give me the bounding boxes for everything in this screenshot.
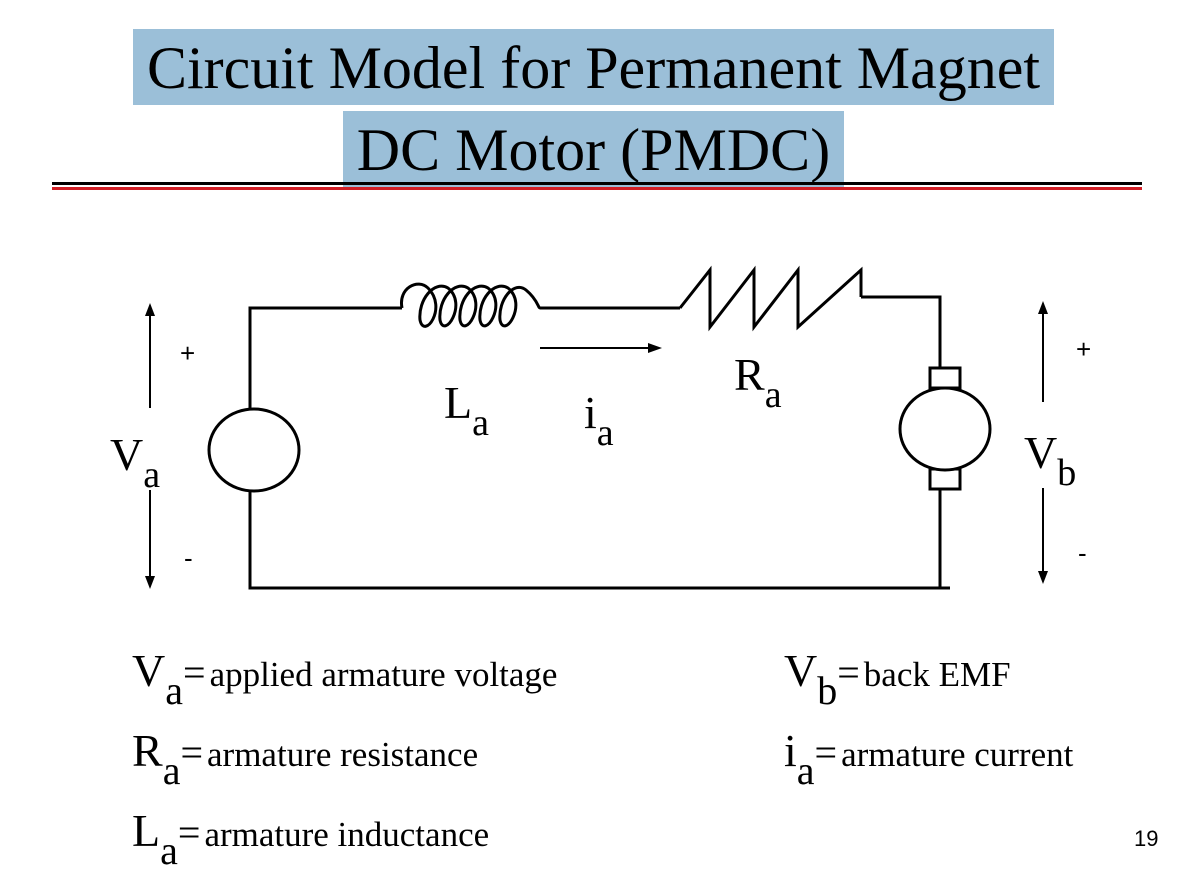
slide-title-line-1: Circuit Model for Permanent Magnet — [0, 29, 1187, 105]
inductor-coil-symbol — [400, 282, 541, 328]
source-plus-sign: + — [180, 338, 196, 368]
title-text-1: Circuit Model for Permanent Magnet — [132, 29, 1055, 105]
source-voltage-label: Va — [110, 429, 161, 497]
va-arrowhead-down — [145, 576, 155, 589]
legend-item-la: La= armature inductance — [132, 805, 490, 873]
vb-arrowhead-up — [1038, 301, 1048, 314]
slide-title-line-2: DC Motor (PMDC) — [0, 111, 1187, 187]
page-number: 19 — [1134, 826, 1159, 851]
motor-top-brush — [928, 366, 962, 390]
motor-minus-sign: - — [1078, 538, 1087, 568]
source-minus-sign: - — [184, 543, 193, 573]
motor-armature-symbol — [898, 386, 992, 472]
resistor-zigzag-symbol — [678, 265, 863, 332]
legend-item-vb: Vb= back EMF — [784, 645, 1011, 713]
title-rule-red — [52, 187, 1142, 190]
wire-bottom — [248, 491, 950, 590]
legend-item-va: Va= applied armature voltage — [132, 645, 558, 713]
resistor-label: Ra — [734, 349, 782, 417]
current-label: ia — [584, 387, 614, 455]
back-emf-label: Vb — [1024, 427, 1077, 495]
title-rule-dark — [52, 182, 1142, 185]
wire-left-top — [248, 306, 402, 409]
voltage-source-symbol — [207, 407, 301, 493]
va-arrowhead-up — [145, 303, 155, 316]
inductor-label: La — [444, 377, 489, 445]
legend-item-ia: ia= armature current — [784, 725, 1074, 793]
title-text-2: DC Motor (PMDC) — [342, 111, 845, 187]
current-arrowhead — [648, 343, 662, 353]
motor-bottom-brush — [928, 467, 962, 491]
legend-item-ra: Ra= armature resistance — [132, 725, 479, 793]
wire-resistor-motor — [861, 295, 942, 368]
vb-arrowhead-down — [1038, 571, 1048, 584]
motor-plus-sign: + — [1076, 334, 1092, 364]
